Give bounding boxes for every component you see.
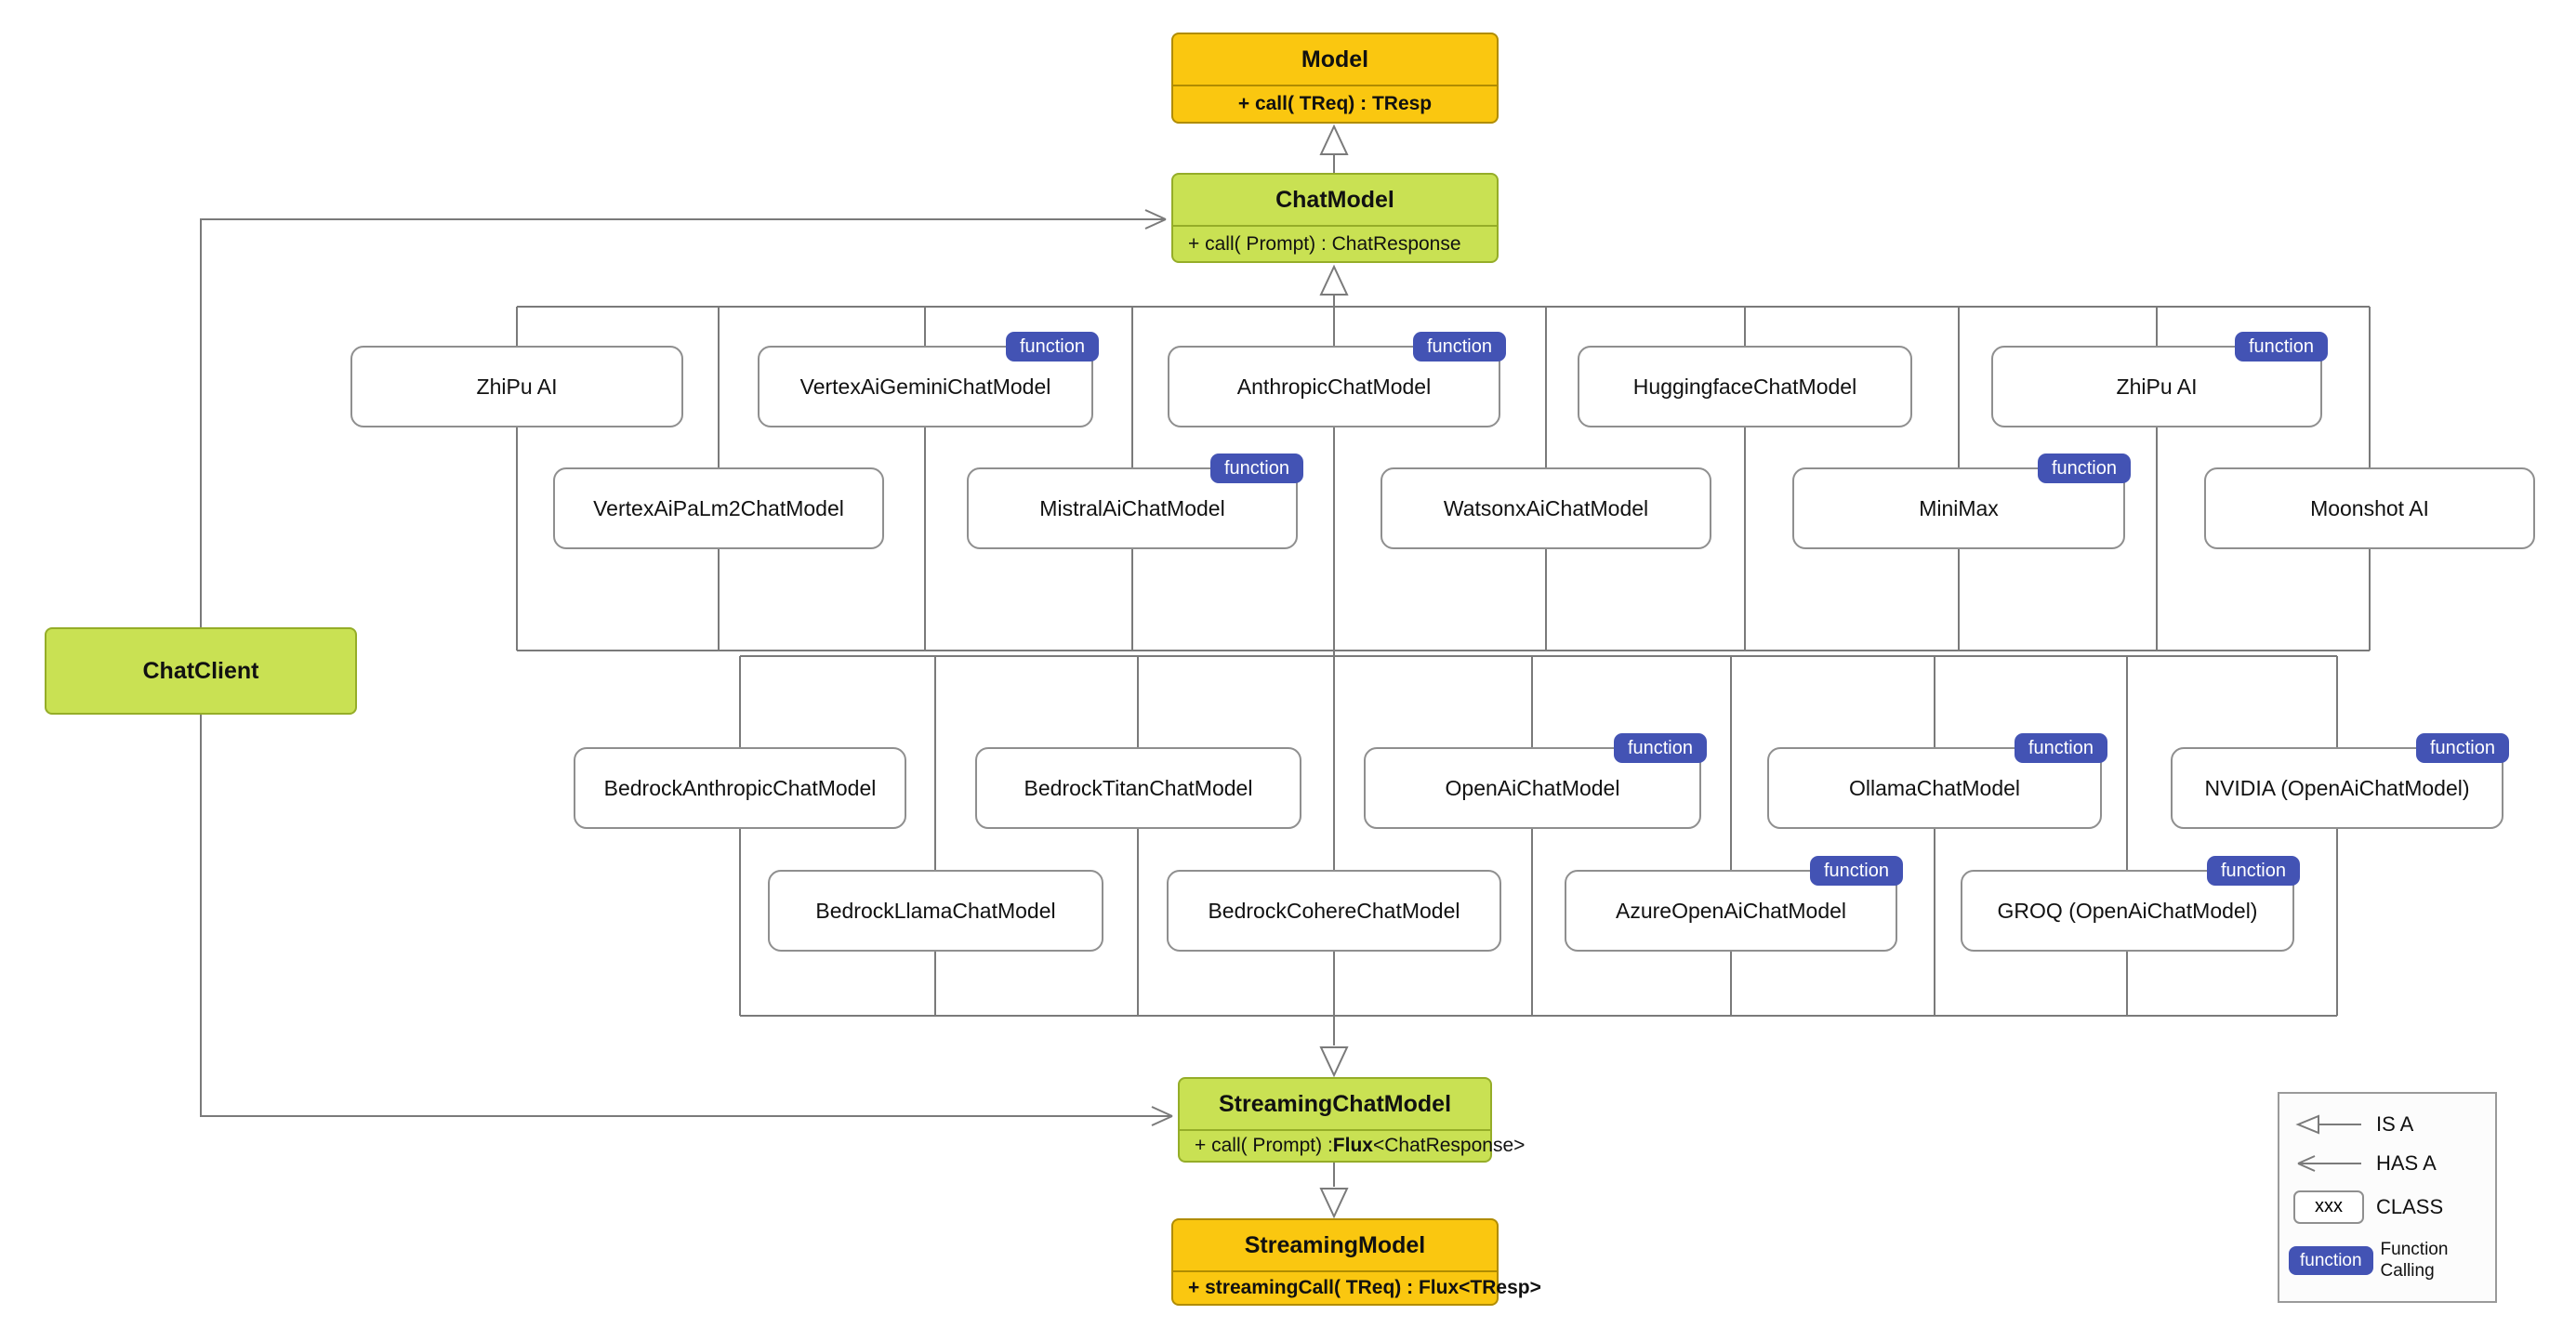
is-a-triangle-model xyxy=(1319,124,1349,155)
node-label: NVIDIA (OpenAiChatModel) xyxy=(2204,775,2470,800)
legend-label: HAS A xyxy=(2376,1150,2437,1175)
class-title: ChatModel xyxy=(1275,186,1394,213)
legend-label: CLASS xyxy=(2376,1194,2444,1218)
legend: IS A HAS A xxx CLASS function Func xyxy=(2278,1092,2497,1303)
legend-row-has-a: HAS A xyxy=(2289,1151,2486,1176)
node-ollama-chat-model: function OllamaChatModel xyxy=(1767,733,2107,829)
node-label: VertexAiGeminiChatModel xyxy=(799,374,1051,399)
has-a-streaming-line xyxy=(200,715,1172,1117)
node-mistralai-chat-model: function MistralAiChatModel xyxy=(967,454,1303,549)
has-a-arrowhead xyxy=(1144,218,1167,230)
legend-label: IS A xyxy=(2376,1111,2414,1136)
function-badge: function xyxy=(2289,1245,2373,1275)
node-openai-chat-model: function OpenAiChatModel xyxy=(1364,733,1707,829)
node-label: MiniMax xyxy=(1919,495,1999,520)
node-label: BedrockAnthropicChatModel xyxy=(603,775,877,800)
node-watsonxai-chat-model: WatsonxAiChatModel xyxy=(1380,467,1711,549)
class-title: StreamingModel xyxy=(1244,1231,1426,1258)
has-a-arrowhead xyxy=(1144,209,1167,220)
node-label: BedrockLlamaChatModel xyxy=(815,898,1056,923)
node-moonshot-ai: Moonshot AI xyxy=(2204,467,2535,549)
class-method: + call( TReq) : TResp xyxy=(1173,85,1497,122)
node-groq-openai-chat-model: function GROQ (OpenAiChatModel) xyxy=(1961,856,2300,952)
is-a-triangle-chatmodel xyxy=(1319,264,1349,296)
has-a-chatmodel-line xyxy=(200,218,1166,627)
node-label: OpenAiChatModel xyxy=(1445,775,1620,800)
legend-row-function: function Function Calling xyxy=(2289,1239,2486,1283)
legend-row-is-a: IS A xyxy=(2289,1112,2486,1137)
has-a-arrowhead xyxy=(1151,1106,1173,1117)
class-title: ChatClient xyxy=(142,657,259,684)
legend-row-class: xxx CLASS xyxy=(2289,1190,2486,1224)
node-label: MistralAiChatModel xyxy=(1039,495,1225,520)
function-badge: function xyxy=(1809,856,1903,886)
function-badge: function xyxy=(2415,733,2509,763)
function-badge: function xyxy=(2014,733,2107,763)
node-zhipu-ai-2: function ZhiPu AI xyxy=(1991,332,2328,427)
function-badge: function xyxy=(2234,332,2328,362)
class-title: Model xyxy=(1301,46,1369,72)
class-method: + call( Prompt) : ChatResponse xyxy=(1173,225,1497,261)
method-post: <ChatResponse> xyxy=(1372,1135,1526,1156)
class-node-model: Model + call( TReq) : TResp xyxy=(1171,33,1499,124)
has-a-arrow-icon xyxy=(2289,1151,2369,1176)
node-zhipu-ai: ZhiPu AI xyxy=(350,346,683,427)
class-sample-box: xxx xyxy=(2293,1190,2364,1224)
class-box-icon: xxx xyxy=(2289,1190,2369,1224)
node-label: GROQ (OpenAiChatModel) xyxy=(1997,898,2258,923)
node-vertexai-gemini-chat-model: function VertexAiGeminiChatModel xyxy=(758,332,1099,427)
class-method: + streamingCall( TReq) : Flux<TResp> xyxy=(1173,1270,1541,1304)
node-label: Moonshot AI xyxy=(2310,495,2429,520)
node-nvidia-openai-chat-model: function NVIDIA (OpenAiChatModel) xyxy=(2171,733,2509,829)
node-minimax: function MiniMax xyxy=(1792,454,2131,549)
legend-label: Function Calling xyxy=(2381,1239,2449,1283)
has-a-arrowhead xyxy=(1151,1115,1173,1126)
class-node-streamingmodel: StreamingModel + streamingCall( TReq) : … xyxy=(1171,1218,1541,1306)
node-label: VertexAiPaLm2ChatModel xyxy=(593,495,844,520)
node-azure-openai-chat-model: function AzureOpenAiChatModel xyxy=(1565,856,1903,952)
node-label: OllamaChatModel xyxy=(1848,775,2021,800)
is-a-triangle-streamingmodel xyxy=(1319,1188,1349,1219)
function-badge: function xyxy=(2206,856,2300,886)
node-label: WatsonxAiChatModel xyxy=(1443,495,1649,520)
function-badge-icon: function xyxy=(2289,1245,2373,1275)
is-a-arrow-icon xyxy=(2289,1112,2369,1137)
class-node-chatclient: ChatClient xyxy=(45,627,357,715)
function-badge: function xyxy=(1412,332,1506,362)
node-label: ZhiPu AI xyxy=(2116,374,2198,399)
class-node-chatmodel: ChatModel + call( Prompt) : ChatResponse xyxy=(1171,173,1499,263)
method-pre: + call( Prompt) : xyxy=(1195,1135,1333,1156)
node-label: HuggingfaceChatModel xyxy=(1632,374,1857,399)
class-node-streamingchatmodel: StreamingChatModel + call( Prompt) : Flu… xyxy=(1178,1077,1525,1163)
node-bedrock-llama-chat-model: BedrockLlamaChatModel xyxy=(768,870,1103,952)
function-badge: function xyxy=(1613,733,1707,763)
node-bedrock-anthropic-chat-model: BedrockAnthropicChatModel xyxy=(574,747,906,829)
function-badge: function xyxy=(2037,454,2131,483)
node-label: AnthropicChatModel xyxy=(1236,374,1432,399)
legend-function-line1: Function xyxy=(2380,1239,2449,1259)
node-bedrock-titan-chat-model: BedrockTitanChatModel xyxy=(975,747,1301,829)
class-method: + call( Prompt) : Flux<ChatResponse> xyxy=(1180,1129,1525,1161)
node-bedrock-cohere-chat-model: BedrockCohereChatModel xyxy=(1167,870,1501,952)
method-bold: Flux xyxy=(1332,1135,1373,1156)
node-label: AzureOpenAiChatModel xyxy=(1615,898,1847,923)
node-label: BedrockTitanChatModel xyxy=(1024,775,1253,800)
node-label: ZhiPu AI xyxy=(476,374,558,399)
class-title: StreamingChatModel xyxy=(1218,1090,1452,1117)
node-anthropic-chat-model: function AnthropicChatModel xyxy=(1168,332,1506,427)
function-badge: function xyxy=(1005,332,1099,362)
function-badge: function xyxy=(1209,454,1303,483)
node-huggingface-chat-model: HuggingfaceChatModel xyxy=(1578,346,1912,427)
is-a-triangle-streamingchatmodel xyxy=(1319,1046,1349,1078)
node-label: BedrockCohereChatModel xyxy=(1208,898,1460,923)
node-vertexai-palm2-chat-model: VertexAiPaLm2ChatModel xyxy=(553,467,884,549)
legend-function-line2: Calling xyxy=(2380,1261,2435,1282)
